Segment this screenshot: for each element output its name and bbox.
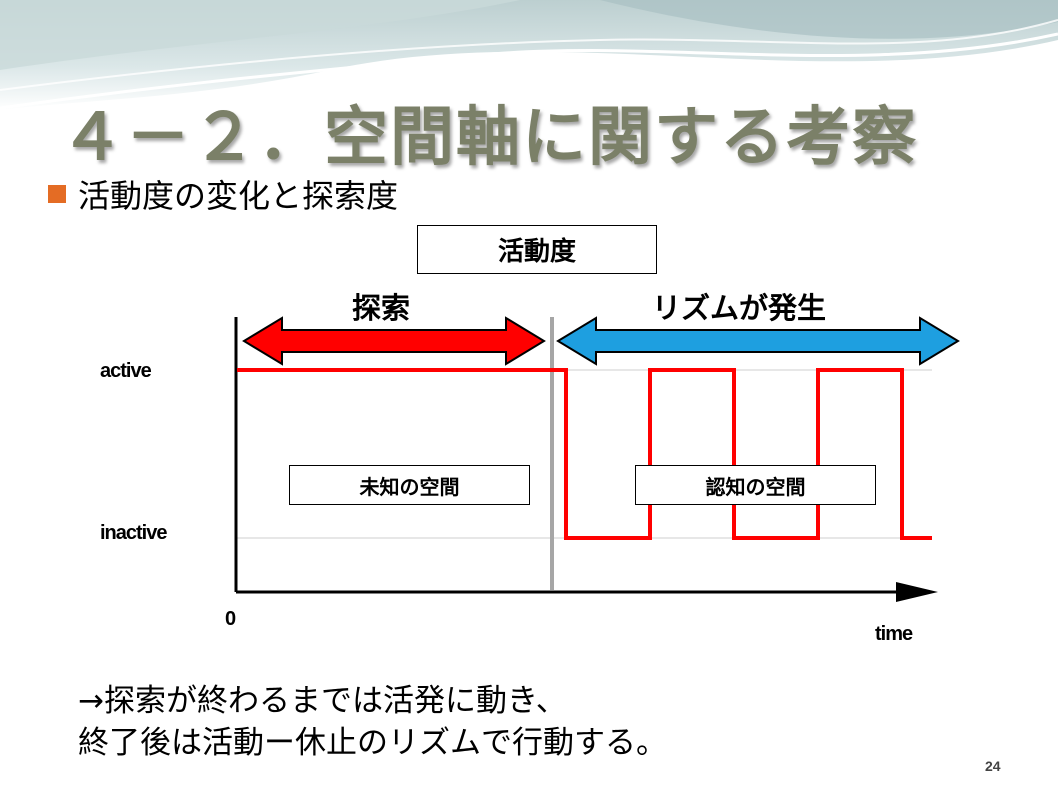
inactive-level-label: inactive (100, 522, 167, 544)
activity-signal (237, 368, 932, 540)
activity-header-box: 活動度 (417, 225, 657, 274)
unknown-space-box: 未知の空間 (289, 465, 530, 505)
origin-label: 0 (225, 608, 236, 630)
time-axis-label: time (875, 623, 913, 645)
caption-line-2: 終了後は活動ー休止のリズムで行動する。 (78, 725, 667, 761)
slide-title: ４－２．空間軸に関する考察 (60, 100, 918, 175)
explore-arrow (242, 316, 546, 366)
explore-phase-label: 探索 (352, 291, 411, 325)
bullet-text: 活動度の変化と探索度 (78, 177, 399, 215)
x-axis-arrowhead (896, 582, 938, 602)
activity-signal-line (237, 368, 932, 540)
caption-line-1: →探索が終わるまでは活発に動き、 (78, 683, 567, 719)
guide-lines (237, 369, 932, 539)
known-space-box: 認知の空間 (635, 465, 876, 505)
bullet-item: 活動度の変化と探索度 (48, 172, 398, 216)
active-level-label: active (100, 360, 152, 382)
rhythm-phase-label: リズムが発生 (652, 291, 827, 325)
page-number: 24 (985, 758, 1001, 774)
bullet-marker (48, 185, 66, 203)
rhythm-arrow (556, 316, 960, 366)
